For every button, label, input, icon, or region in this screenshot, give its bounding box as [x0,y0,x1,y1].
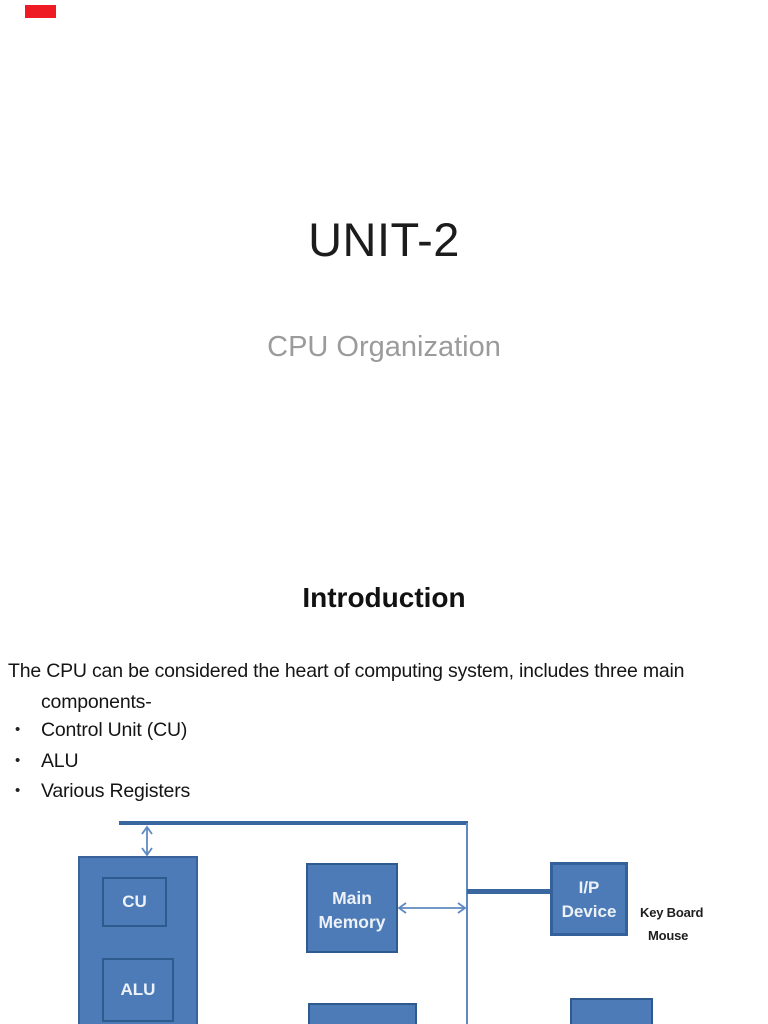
bullet-item-control-unit: • Control Unit (CU) [8,715,708,746]
ip-device-connector-line [467,889,551,894]
bottom-center-partial-box [308,1003,417,1024]
bullet-item-label: Control Unit (CU) [41,719,188,741]
intro-paragraph-line1: The CPU can be considered the heart of c… [8,660,685,682]
ip-device-box: I/P Device [550,862,628,936]
slide1-title: UNIT-2 [308,213,460,266]
main-memory-label-line1: Main [332,888,372,908]
keyboard-caption: Key Board [640,905,704,920]
bullet-dot: • [15,721,21,738]
alu-box-label: ALU [120,980,156,999]
cpu-bus-double-arrow-icon [141,825,153,857]
slide1-subtitle: CPU Organization [267,331,501,363]
intro-paragraph-line2: components- [41,690,152,713]
memory-bus-double-arrow-icon [397,902,467,914]
system-bus-line [119,821,468,825]
slide2-heading: Introduction [302,582,466,613]
bullet-dot: • [15,751,21,769]
intro-paragraph: The CPU can be considered the heart of c… [8,656,718,717]
main-memory-label-line2: Memory [318,912,386,932]
bus-vertical-line [466,823,468,1024]
bottom-right-partial-box [570,998,653,1024]
main-memory-box: Main Memory [306,863,398,953]
mouse-caption: Mouse [648,928,689,943]
bullet-item-alu: • ALU [8,746,708,777]
bullet-item-various-registers: • Various Registers [8,776,708,807]
ip-device-label-line1: I/P [578,878,600,897]
cu-box: CU [102,877,167,927]
ip-device-label-line2: Device [561,902,617,921]
bullet-dot: • [15,782,21,800]
cu-box-label: CU [122,892,147,911]
alu-box: ALU [102,958,174,1022]
intro-bullet-list: • Control Unit (CU) • ALU • Various Regi… [8,715,708,807]
red-marker [25,5,56,18]
bullet-item-label: Various Registers [41,780,191,803]
bullet-item-label: ALU [41,749,79,772]
